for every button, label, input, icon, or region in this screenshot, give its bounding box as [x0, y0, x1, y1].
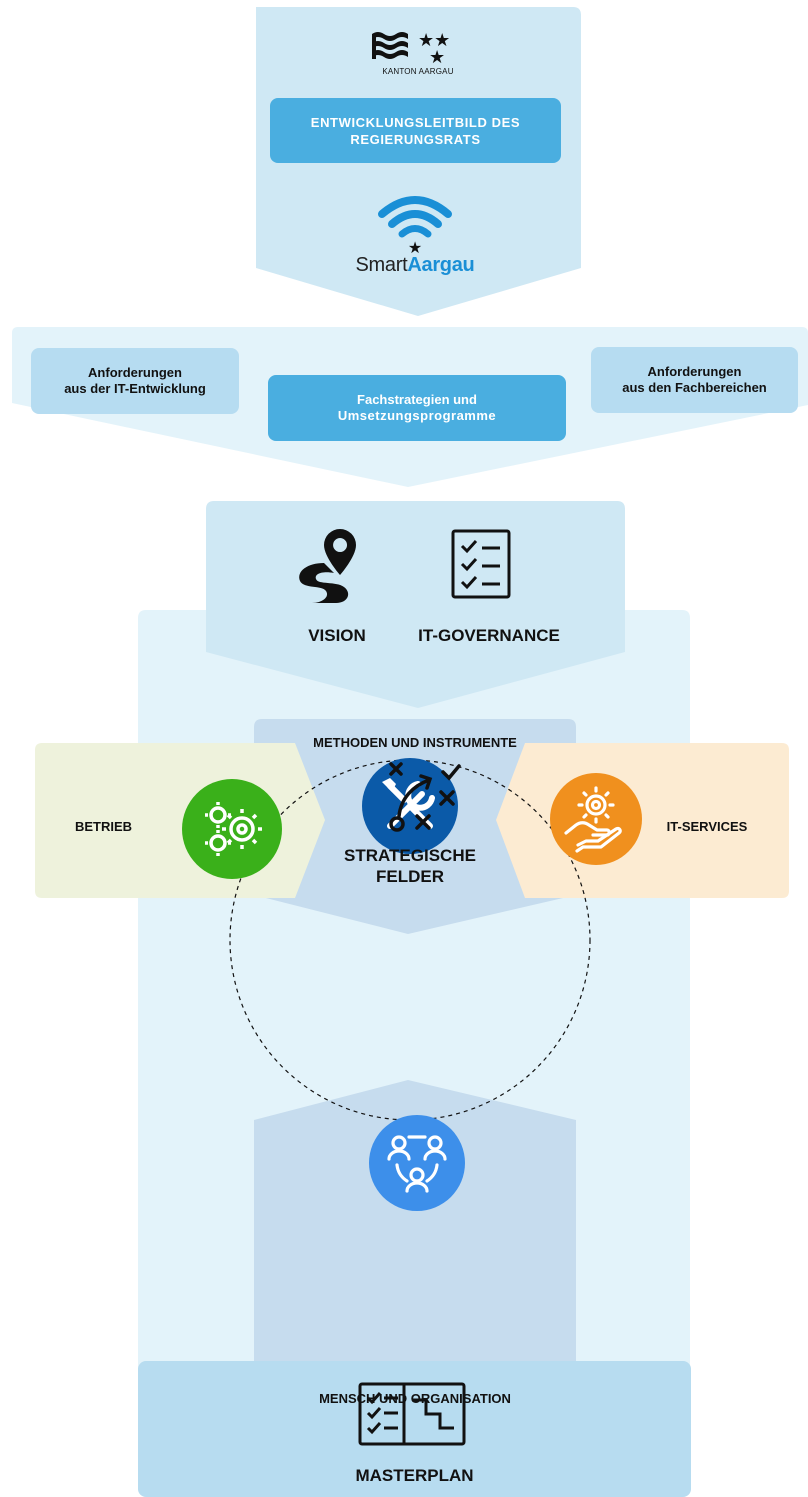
canton-logo-icon: ★★ ★ [372, 30, 450, 66]
input-it-development[interactable]: Anforderungen aus der IT-Entwicklung [31, 348, 239, 414]
smart-aargau-wordmark: SmartAargau [340, 254, 490, 277]
input-center-line1: Fachstrategien und [357, 392, 477, 407]
checklist-icon [451, 529, 511, 599]
strategy-play-icon [389, 762, 461, 832]
input-left-line2: aus der IT-Entwicklung [64, 381, 206, 396]
input-right-line1: Anforderungen [647, 364, 742, 379]
strategic-fields-label: STRATEGISCHE FELDER [318, 845, 502, 887]
betrieb-label: BETRIEB [75, 819, 133, 834]
it-services-label: IT-SERVICES [666, 819, 748, 834]
leitbild-button[interactable]: ENTWICKLUNGSLEITBILD DES REGIERUNGSRATS [270, 98, 561, 163]
service-hand-icon[interactable] [548, 771, 644, 867]
strategic-fields-line1: STRATEGISCHE [344, 846, 476, 865]
smart-aargau-logo: ★ SmartAargau [340, 190, 490, 285]
people-box-bg [254, 1080, 576, 1430]
leitbild-line1: ENTWICKLUNGSLEITBILD DES [310, 114, 521, 130]
road-pin-icon [299, 529, 356, 603]
canton-logo: ★★ ★ KANTON AARGAU [370, 30, 466, 80]
smart-text: Smart [355, 254, 408, 276]
leitbild-line2: REGIERUNGSRATS [350, 131, 481, 147]
masterplan-box-bg-rect [138, 1361, 691, 1497]
masterplan-label: MASTERPLAN [355, 1466, 474, 1485]
masterplan-icon [358, 1382, 466, 1446]
vision-label: VISION [308, 626, 366, 645]
input-left-line1: Anforderungen [88, 365, 182, 380]
aargau-text: Aargau [407, 254, 475, 276]
input-business-areas[interactable]: Anforderungen aus den Fachbereichen [591, 347, 798, 413]
tools-icon[interactable] [360, 756, 460, 856]
strategic-fields-line2: FELDER [376, 867, 444, 886]
input-right-line2: aus den Fachbereichen [622, 380, 767, 395]
svg-text:★★: ★★ [418, 30, 450, 51]
canton-logo-text: KANTON AARGAU [382, 67, 454, 76]
input-strategies[interactable]: Fachstrategien und Umsetzungsprogramme [268, 375, 566, 441]
principles-section-bg [206, 501, 625, 708]
methods-label: METHODEN UND INSTRUMENTE [313, 735, 517, 750]
input-center-line2: Umsetzungsprogramme [337, 408, 497, 423]
svg-text:★: ★ [429, 47, 445, 66]
gears-icon[interactable] [180, 777, 284, 881]
it-governance-label: IT-GOVERNANCE [418, 626, 560, 645]
svg-text:★: ★ [408, 238, 422, 255]
wifi-star-icon: ★ [378, 196, 452, 255]
people-network-icon[interactable] [367, 1113, 467, 1213]
